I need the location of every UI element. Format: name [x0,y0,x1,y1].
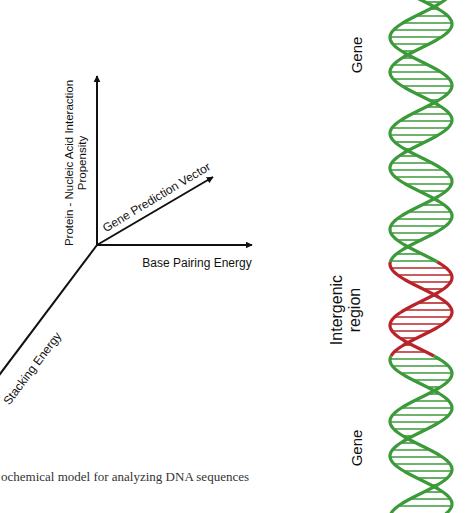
depth-axis [0,245,97,382]
base-pair-rung [414,400,449,402]
base-pair-rung [393,78,449,80]
base-pair-rung [405,309,452,311]
base-pair-rung [393,64,428,66]
base-pair-rung [395,176,450,178]
base-pair-rung [409,281,450,283]
base-pair-rung [390,71,441,73]
axis-label: Base Pairing Energy [117,257,277,271]
base-pair-rung [390,36,441,38]
dna-helix [390,0,452,513]
base-pair-rung [392,365,448,367]
base-pair-rung [392,330,431,332]
base-pair-rung [394,29,450,31]
region-label: Intergenic region [328,262,365,358]
base-pair-rung [397,218,451,220]
base-pair-rung [390,169,443,171]
axis-label: Protein - Nucleic Acid Interaction Prope… [63,74,89,252]
base-pair-rung [393,414,449,416]
base-pair-rung [416,15,448,17]
base-pair-rung [391,225,446,227]
base-pair-rung [394,463,450,465]
base-pair-rung [398,505,451,507]
base-pair-rung [391,260,436,262]
backbone-strand [390,356,452,513]
base-pair-rung [402,85,452,87]
base-pair-rung [394,351,426,353]
base-pair-rung [400,120,452,122]
figure-caption: ochemical model for analyzing DNA sequen… [1,469,249,485]
backbone-strand [390,262,452,356]
base-pair-rung [395,316,451,318]
region-label: Gene [348,25,365,85]
base-pair-rung [392,449,430,451]
base-pair-rung [392,127,448,129]
axes [0,76,252,382]
base-pair-rung [403,22,452,24]
base-pair-rung [401,407,452,409]
axis-label: Stacking Energy [0,313,78,425]
base-pair-rung [394,428,427,430]
base-pair-rung [406,183,452,185]
base-pair-rung [413,379,449,381]
backbone-strand [390,0,452,262]
base-pair-rung [415,92,448,94]
base-pair-rung [390,456,442,458]
base-pair-rung [390,323,443,325]
base-pair-rung [390,134,438,136]
base-pair-rung [404,470,452,472]
backbone-strand [390,262,452,356]
backbone-strand [390,356,452,513]
base-pair-rung [392,162,432,164]
backbone-strand [390,0,452,262]
base-pair-rung [410,498,450,500]
base-pair-rung [391,267,446,269]
base-pair-rung [390,421,440,423]
horizontal-axis [97,244,252,246]
base-pair-rung [401,372,452,374]
base-pair-rung [390,358,439,360]
base-pair-rung [398,274,452,276]
axis-label: Gene Prediction Vector [85,151,229,245]
base-pair-rung [391,232,435,234]
base-pair-rung [393,43,429,45]
vector-arrow [97,177,213,245]
vertical-axis [96,76,98,245]
base-pair-rung [408,211,451,213]
region-label: Gene [348,418,365,478]
base-pair-rung [412,113,450,115]
